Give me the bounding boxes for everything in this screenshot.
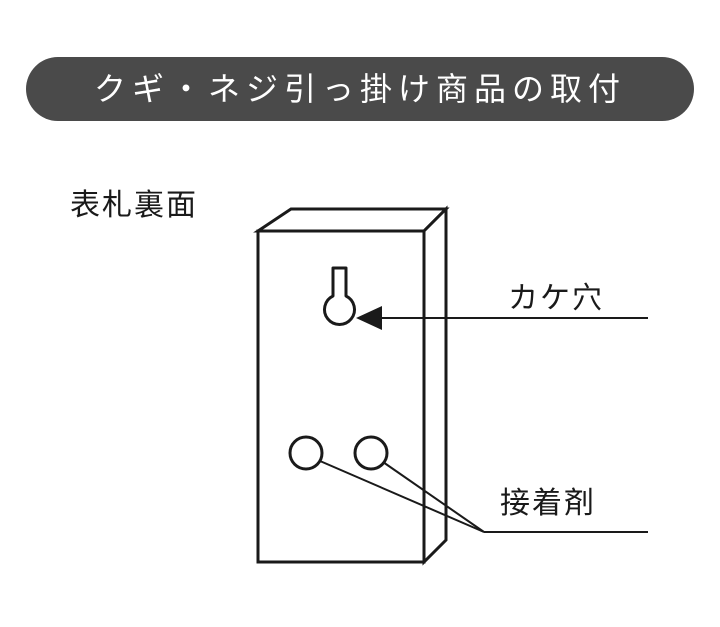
plate-top-face bbox=[253, 207, 450, 233]
banner-title: クギ・ネジ引っ掛け商品の取付 bbox=[93, 70, 626, 108]
adhesive-leader-right bbox=[382, 461, 485, 533]
title-banner: クギ・ネジ引っ掛け商品の取付 bbox=[26, 57, 694, 121]
adhesive-leader-left bbox=[319, 460, 485, 533]
keyhole-arrowhead bbox=[356, 306, 382, 330]
keyhole-shape bbox=[323, 266, 356, 327]
adhesive-dot-left bbox=[288, 435, 324, 471]
adhesive-label: 接着剤 bbox=[500, 486, 596, 521]
adhesive-dot-right bbox=[353, 435, 389, 471]
plate-side-face bbox=[422, 205, 448, 566]
plate-back-label: 表札裏面 bbox=[70, 188, 198, 223]
keyhole-label: カケ穴 bbox=[508, 281, 604, 316]
